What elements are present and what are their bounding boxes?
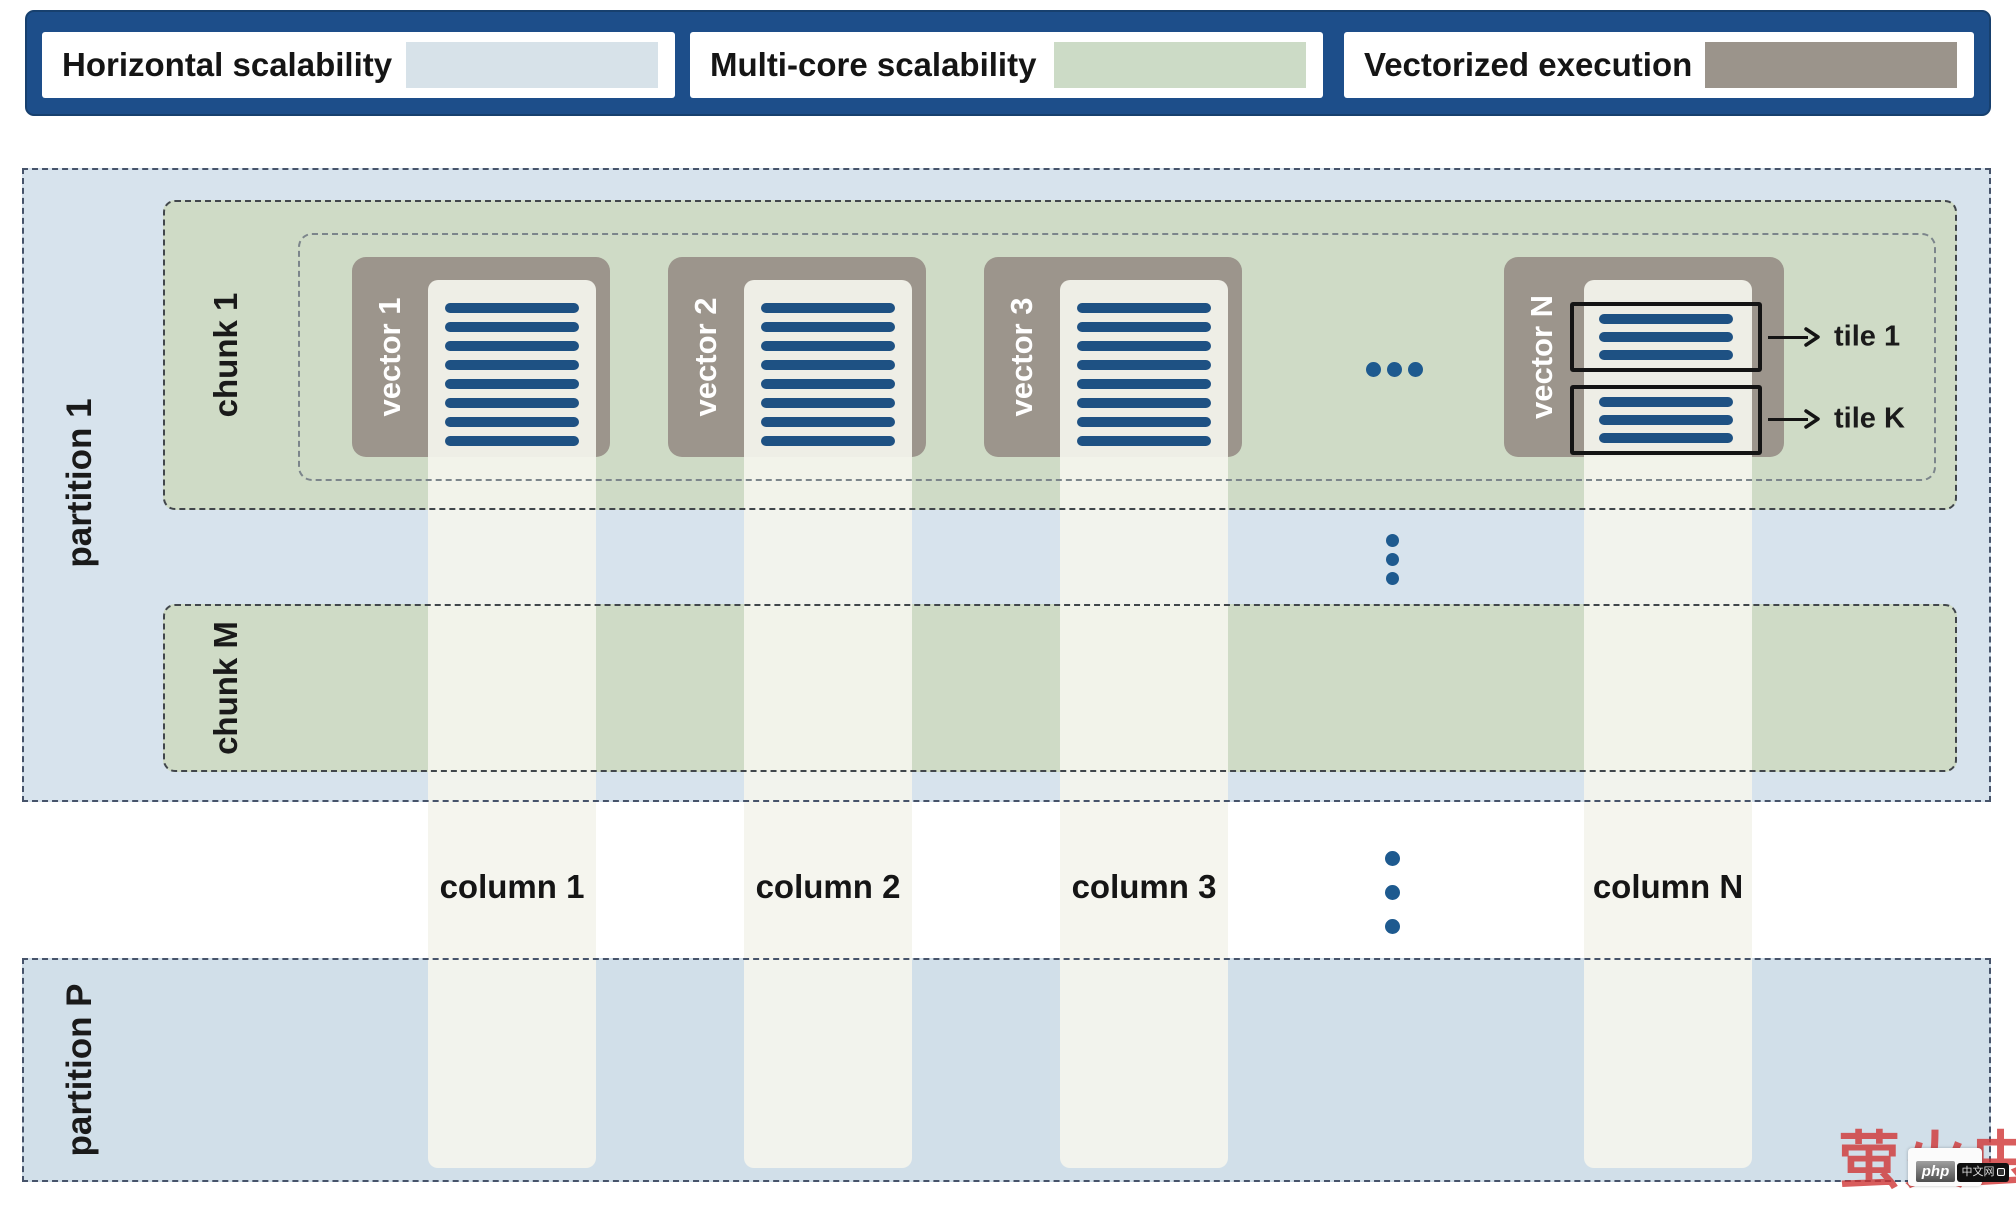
legend-label: Multi-core scalability (710, 46, 1037, 83)
tile-1-box (1570, 302, 1762, 372)
watermark-site-label: 中文网 (1961, 1166, 1995, 1178)
data-row-bar (761, 436, 895, 446)
data-row-bar (1599, 433, 1733, 443)
vector-3-label: vector 3 (1004, 297, 1039, 417)
data-row-bar (1077, 360, 1211, 370)
data-row-bar (1077, 398, 1211, 408)
column-3-label: column 3 (1071, 868, 1217, 905)
vectors-ellipsis-dot (1387, 362, 1402, 377)
legend-item-vectorized-execution: Vectorized execution (1344, 32, 1974, 98)
chunk-m-label: chunk M (207, 621, 244, 755)
vector-n-label: vector N (1524, 294, 1559, 420)
tile-k-arrow-line (1768, 418, 1808, 421)
tile-1-arrow-line (1768, 336, 1808, 339)
data-row-bar (445, 417, 579, 427)
chunk-1-label: chunk 1 (207, 292, 244, 418)
tile-1-arrowhead-icon (1804, 327, 1820, 347)
legend-item-multi-core-scalability: Multi-core scalability (690, 32, 1323, 98)
columns-ellipsis-dot (1385, 919, 1400, 934)
columns-ellipsis-dot (1385, 885, 1400, 900)
data-row-bar (445, 436, 579, 446)
columns-ellipsis-dot (1385, 851, 1400, 866)
data-row-bar (445, 341, 579, 351)
vector-1-data-rows (445, 303, 579, 446)
data-row-bar (1599, 314, 1733, 324)
vector-2-label: vector 2 (688, 297, 723, 417)
legend-bar: Horizontal scalability Multi-core scalab… (25, 10, 1991, 116)
data-row-bar (761, 303, 895, 313)
watermark-php-badge: php (1916, 1161, 1955, 1182)
legend-swatch-multi-core-scalability (1054, 42, 1306, 88)
column-1-label: column 1 (439, 868, 585, 905)
data-row-bar (761, 417, 895, 427)
data-row-bar (1077, 341, 1211, 351)
data-row-bar (1599, 350, 1733, 360)
data-row-bar (1599, 332, 1733, 342)
tile-1-label: tile 1 (1834, 320, 1901, 353)
chunks-ellipsis-dot (1386, 553, 1399, 566)
data-row-bar (1599, 415, 1733, 425)
tile-k-box (1570, 385, 1762, 455)
column-3-stripe (1060, 280, 1228, 1168)
data-row-bar (761, 398, 895, 408)
tile-k-label: tile K (1834, 402, 1905, 435)
legend-item-horizontal-scalability: Horizontal scalability (42, 32, 675, 98)
watermark-site-icon (1996, 1168, 2005, 1176)
column-1-stripe (428, 280, 596, 1168)
data-row-bar (761, 322, 895, 332)
vectors-ellipsis-dot (1366, 362, 1381, 377)
column-n-stripe (1584, 280, 1752, 1168)
tile-k-arrowhead-icon (1804, 409, 1820, 429)
column-n-label: column N (1592, 868, 1744, 905)
vector-1-label: vector 1 (372, 297, 407, 417)
chunks-ellipsis-dot (1386, 534, 1399, 547)
data-row-bar (445, 379, 579, 389)
vector-2-data-rows (761, 303, 895, 446)
data-row-bar (1077, 303, 1211, 313)
legend-label: Vectorized execution (1364, 46, 1693, 83)
data-row-bar (1077, 417, 1211, 427)
data-row-bar (445, 398, 579, 408)
data-row-bar (445, 303, 579, 313)
column-2-stripe (744, 280, 912, 1168)
data-row-bar (761, 341, 895, 351)
vector-3-data-rows (1077, 303, 1211, 446)
column-2-label: column 2 (755, 868, 901, 905)
data-row-bar (1599, 397, 1733, 407)
data-row-bar (1077, 436, 1211, 446)
chunks-ellipsis-dot (1386, 572, 1399, 585)
watermark-site-badge: 中文网 (1957, 1163, 2009, 1182)
data-row-bar (445, 360, 579, 370)
legend-swatch-horizontal-scalability (406, 42, 658, 88)
data-row-bar (761, 360, 895, 370)
legend-label: Horizontal scalability (62, 46, 393, 83)
data-row-bar (761, 379, 895, 389)
partition-1-label: partition 1 (60, 398, 99, 568)
data-row-bar (1077, 322, 1211, 332)
data-row-bar (445, 322, 579, 332)
legend-swatch-vectorized-execution (1705, 42, 1957, 88)
partition-p-label: partition P (60, 983, 99, 1157)
data-row-bar (1077, 379, 1211, 389)
vectors-ellipsis-dot (1408, 362, 1423, 377)
